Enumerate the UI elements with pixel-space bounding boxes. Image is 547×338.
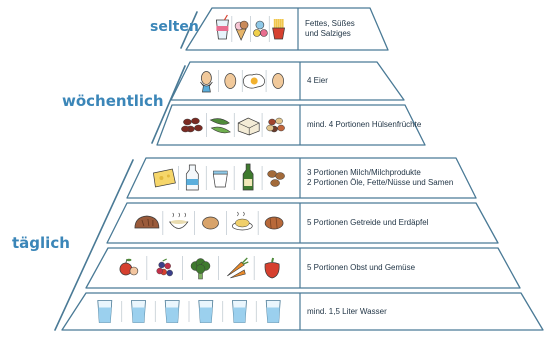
tier-outline [156, 104, 426, 146]
tier-text-line: Fettes, Süßes [305, 19, 355, 28]
tier-text-line: 2 Portionen Öle, Fette/Nüsse und Samen [307, 178, 454, 187]
tier-text-legumes: mind. 4 Portionen Hülsenfrüchte [307, 120, 421, 130]
tier-produce [85, 247, 521, 289]
tier-dairy-fats [126, 157, 477, 199]
carrots-icon [227, 257, 249, 279]
fried-egg-icon [242, 73, 265, 89]
bracket-daily [54, 159, 134, 331]
potato-icon [202, 216, 219, 230]
tier-text-grains: 5 Portionen Getreide und Erdäpfel [307, 218, 428, 228]
fries-icon [272, 19, 286, 40]
water-glass-icon [265, 300, 281, 323]
egg-icon [224, 73, 237, 89]
water-glass-icon [131, 300, 146, 323]
frequency-label-rare: selten [150, 19, 199, 35]
mixed-beans-icon [266, 117, 285, 133]
water-glass-icon [97, 300, 113, 323]
pasta-icon [231, 211, 253, 231]
tier-grains [106, 202, 499, 244]
tier-text-line: 5 Portionen Getreide und Erdäpfel [307, 218, 429, 227]
tier-outline [61, 292, 544, 331]
tofu-icon [237, 117, 260, 136]
apple-icon [119, 258, 139, 276]
tier-text-line: mind. 1,5 Liter Wasser [307, 306, 387, 316]
tier-text-line: 3 Portionen Milch/Milchprodukte [307, 168, 421, 177]
tier-text-line: 4 Eier [307, 76, 328, 85]
milk-bottle-icon [185, 164, 199, 191]
water-glass-icon [164, 300, 180, 323]
bracket-weekly [151, 65, 186, 144]
water-glass-icon [198, 300, 214, 323]
tier-text-water: mind. 1,5 Liter Wasser [307, 307, 387, 317]
tier-legumes [156, 104, 426, 146]
ice-cream-icon [234, 20, 249, 41]
tier-eggs [170, 61, 405, 101]
oil-bottle-icon [242, 163, 254, 191]
pepper-icon [264, 257, 280, 279]
tier-outline [106, 202, 499, 244]
egg-icon [272, 73, 284, 89]
bread-roll-icon [264, 216, 284, 230]
tier-text-line: mind. 4 Portionen Hülsenfrüchte [307, 120, 422, 129]
cheese-icon [153, 168, 176, 188]
yogurt-icon [212, 170, 228, 188]
bread-icon [134, 215, 160, 229]
tier-outline [85, 247, 521, 289]
frequency-label-weekly: wöchentlich [62, 92, 164, 110]
egg-cup-icon [200, 71, 213, 93]
frequency-brackets [54, 11, 198, 331]
frequency-label-daily: täglich [12, 234, 70, 252]
tier-text-line: und Salziges [305, 29, 351, 38]
water-glass-icon [232, 300, 247, 323]
tier-water [61, 292, 544, 331]
bracket-rare [180, 11, 198, 49]
kidney-beans-icon [181, 117, 203, 133]
tier-text-eggs: 4 Eier [307, 76, 328, 86]
grain-bowl-icon [169, 212, 189, 229]
berries-icon [156, 258, 173, 277]
tier-outline [185, 7, 389, 51]
tier-outline [126, 157, 477, 199]
broccoli-icon [190, 258, 211, 280]
tier-sweets [185, 7, 389, 51]
candy-icon [253, 20, 268, 37]
soda-cup-icon [215, 14, 229, 40]
nuts-icon [267, 170, 285, 187]
tier-outline [170, 61, 405, 101]
tier-text-produce: 5 Portionen Obst und Gemüse [307, 263, 415, 273]
tier-text-line: 5 Portionen Obst und Gemüse [307, 263, 416, 272]
pea-pods-icon [209, 118, 231, 134]
